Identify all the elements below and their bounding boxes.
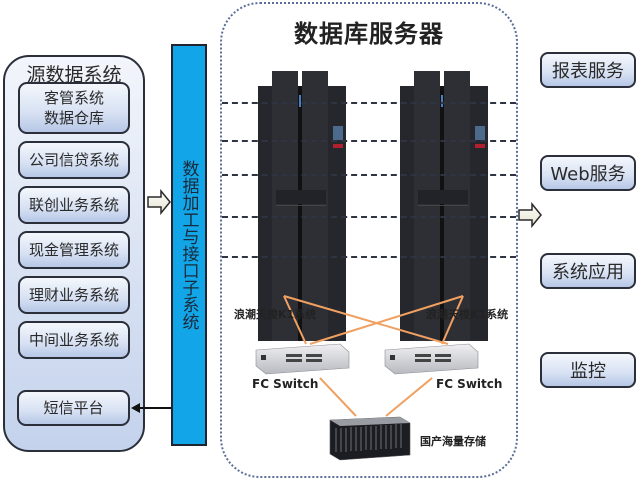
service-label: 系统应用 xyxy=(552,262,624,283)
fc-switch-right xyxy=(384,343,479,375)
server-node-label: 浪潮天梭K1系统 xyxy=(426,308,509,321)
fc-switch-left xyxy=(255,343,350,375)
source-system-label: 公司信贷系统 xyxy=(28,151,119,169)
arrow-left-icon xyxy=(131,403,171,413)
db-server-group xyxy=(220,2,518,478)
fc-switch-label: FC Switch xyxy=(436,377,503,391)
storage-label: 国产海量存储 xyxy=(420,435,486,448)
source-system-label: 理财业务系统 xyxy=(28,286,119,304)
sms-platform-box[interactable]: 短信平台 xyxy=(17,390,130,426)
service-box-report[interactable]: 报表服务 xyxy=(540,52,636,88)
server-node-label: 浪潮天梭K1系统 xyxy=(234,308,317,321)
source-system-box[interactable]: 现金管理系统 xyxy=(18,231,130,269)
arrow-right-icon xyxy=(518,201,542,229)
source-system-box[interactable]: 中间业务系统 xyxy=(18,321,130,359)
arrow-right-icon xyxy=(147,188,171,216)
service-label: 报表服务 xyxy=(552,61,624,82)
sms-platform-label: 短信平台 xyxy=(43,399,104,417)
dashed-divider xyxy=(222,256,516,258)
interface-subsystem-bar[interactable]: 数据加工与接口子系统 xyxy=(171,44,207,446)
source-system-label: 联创业务系统 xyxy=(28,196,119,214)
source-system-label: 客管系统 数据仓库 xyxy=(43,89,104,127)
dashed-divider xyxy=(222,174,516,176)
interface-subsystem-label: 数据加工与接口子系统 xyxy=(178,160,199,330)
fc-switch-label: FC Switch xyxy=(252,377,319,391)
fc-links xyxy=(283,295,464,417)
source-system-box[interactable]: 联创业务系统 xyxy=(18,186,130,224)
server-rack-left xyxy=(258,71,346,341)
source-system-box[interactable]: 客管系统 数据仓库 xyxy=(18,82,130,134)
service-label: Web服务 xyxy=(550,164,626,185)
dashed-divider xyxy=(222,140,516,142)
source-systems-title: 源数据系统 xyxy=(26,64,122,86)
source-system-box[interactable]: 理财业务系统 xyxy=(18,276,130,314)
server-rack-right xyxy=(400,71,488,341)
dashed-divider xyxy=(222,216,516,218)
db-server-title: 数据库服务器 xyxy=(294,20,444,48)
service-label: 监控 xyxy=(570,361,606,382)
service-box-web[interactable]: Web服务 xyxy=(540,155,636,191)
source-system-label: 现金管理系统 xyxy=(28,241,119,259)
service-box-system-app[interactable]: 系统应用 xyxy=(540,253,636,289)
storage-array xyxy=(329,416,411,461)
source-system-label: 中间业务系统 xyxy=(28,331,119,349)
service-box-monitor[interactable]: 监控 xyxy=(540,352,636,388)
source-system-box[interactable]: 公司信贷系统 xyxy=(18,141,130,179)
dashed-divider xyxy=(222,102,516,104)
